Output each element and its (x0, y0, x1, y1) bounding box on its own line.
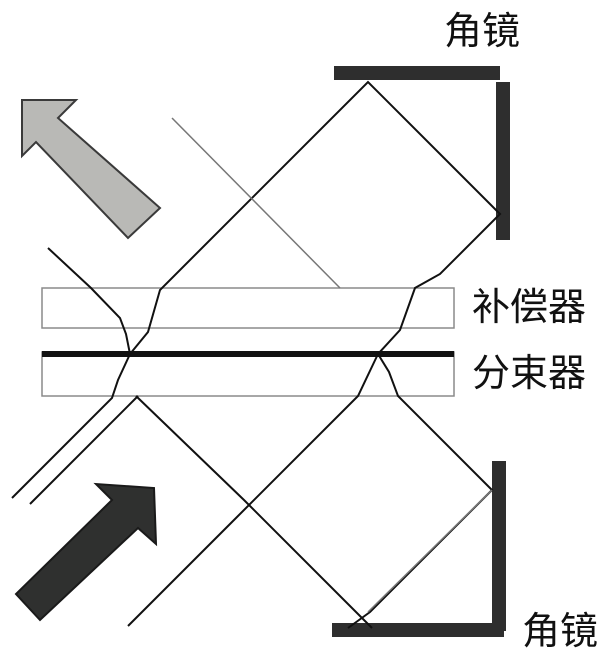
beam-path-thin (171, 117, 341, 289)
beam-paths (11, 80, 502, 629)
compensator-plate (41, 287, 455, 329)
label-beam-splitter: 分束器 (472, 351, 586, 395)
beam-path (11, 247, 132, 499)
corner-mirror-bottom-horizontal (332, 623, 504, 637)
corner-mirror-bottom-vertical (492, 461, 506, 631)
thin-beam-paths (171, 117, 493, 613)
beam-path (135, 395, 373, 629)
corner-mirror-bottom (332, 461, 506, 637)
label-corner-mirror-top: 角镜 (444, 9, 520, 53)
beam-splitter-plate (41, 351, 455, 397)
beam-path (347, 353, 494, 629)
label-corner-mirror-bottom: 角镜 (522, 609, 598, 653)
beam-path (129, 80, 502, 355)
arrow-up-right-icon (14, 482, 158, 622)
beam-path (127, 353, 379, 627)
label-compensator: 补偿器 (472, 285, 586, 329)
arrow-up-left-icon (21, 99, 162, 240)
corner-mirror-top-vertical (496, 82, 510, 240)
beam-path-thin (367, 489, 493, 613)
corner-mirror-top-horizontal (334, 66, 500, 80)
beam-path (29, 395, 139, 505)
corner-mirror-top (334, 66, 510, 240)
